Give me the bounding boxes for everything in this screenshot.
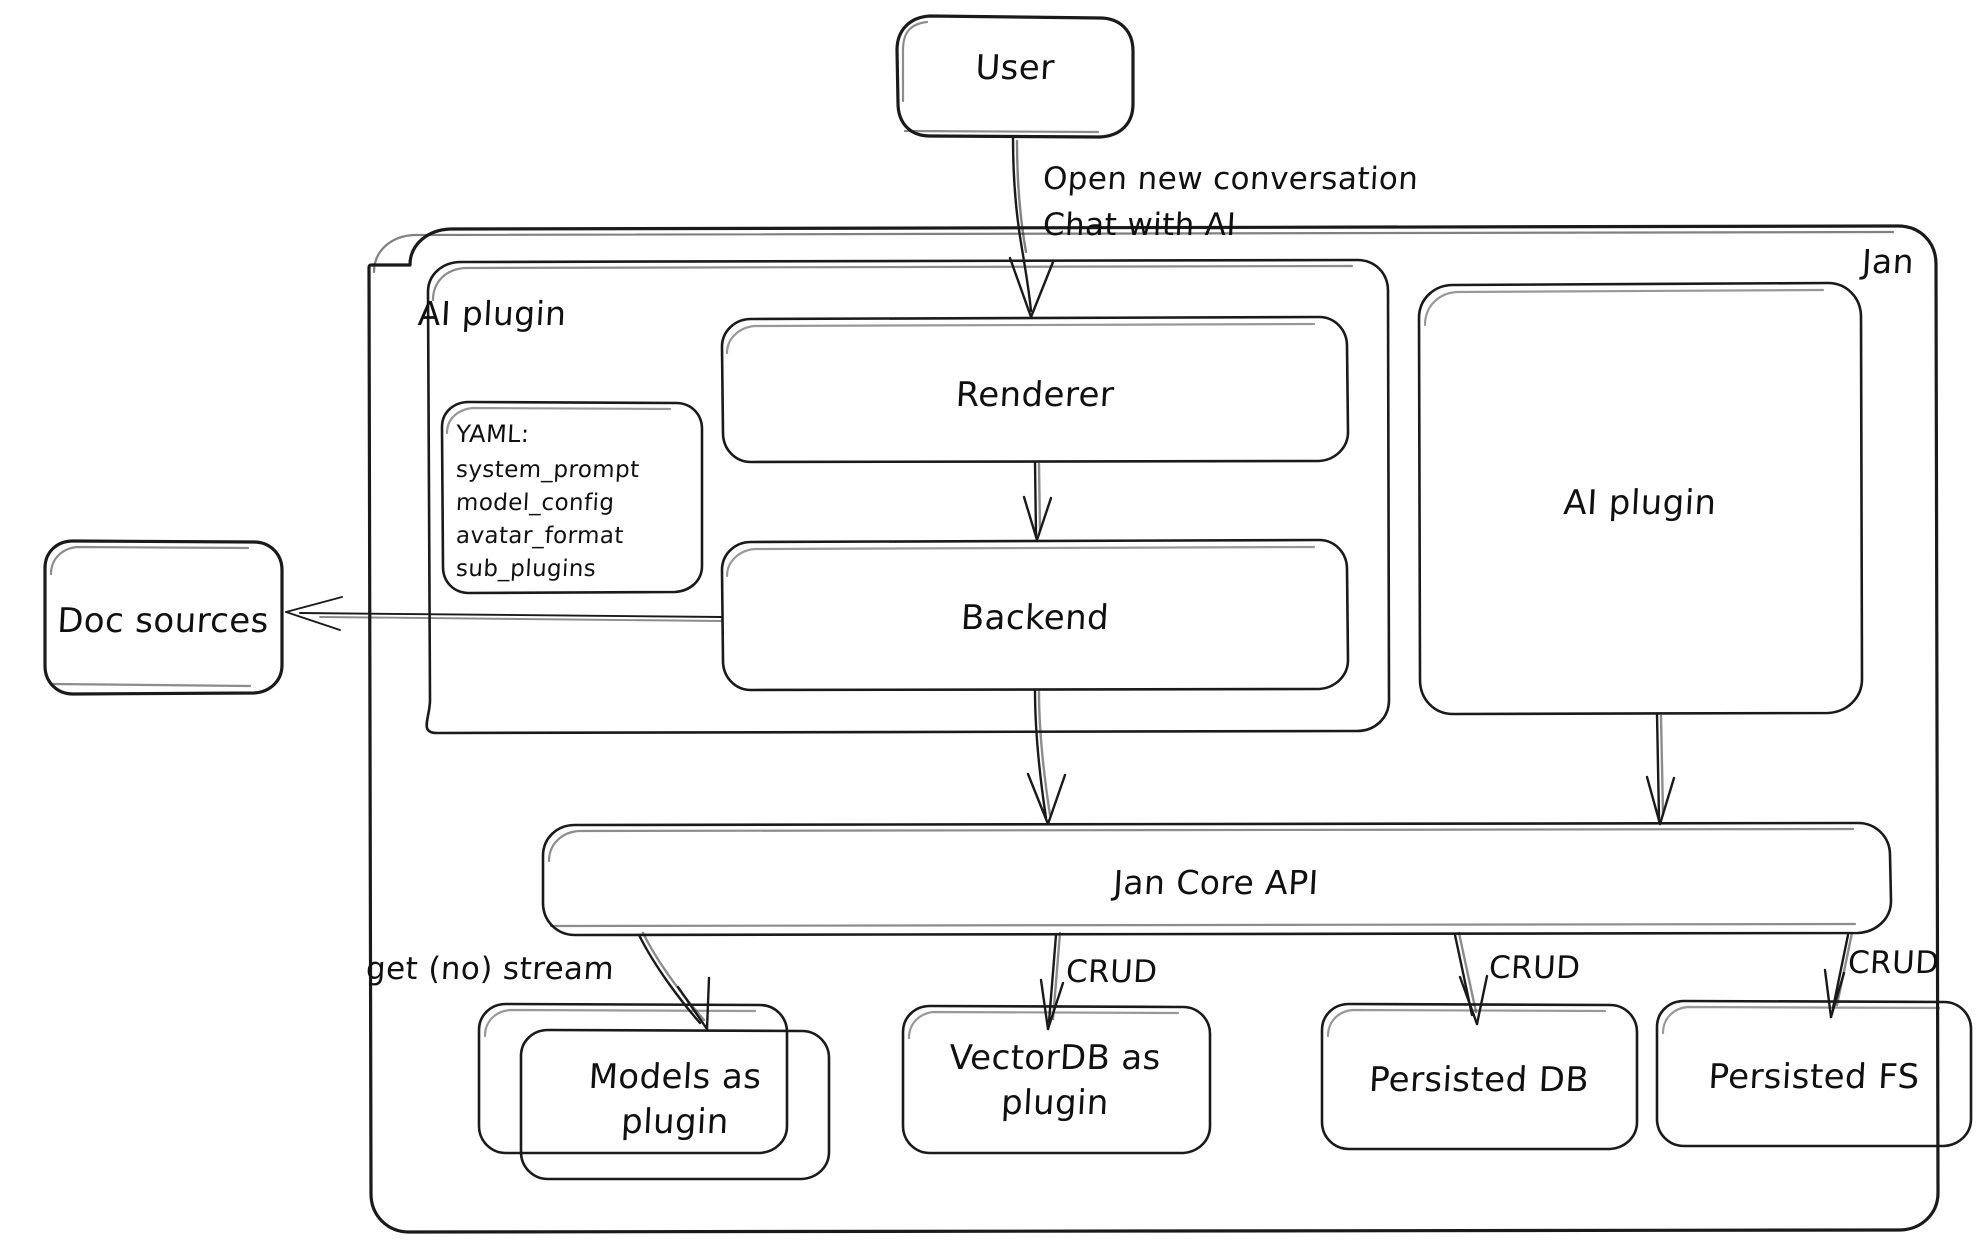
doc-sources-box-shape xyxy=(43,539,284,696)
renderer-box-shape xyxy=(720,315,1350,464)
vectordb-plugin-label-line1: VectorDB as xyxy=(948,1038,1162,1078)
yaml-key-model-config: model_config xyxy=(455,490,616,516)
vectordb-plugin-label-line2: plugin xyxy=(1000,1083,1110,1123)
edge-label-crud-vectordb: CRUD xyxy=(1065,954,1159,990)
jan-core-api-label: Jan Core API xyxy=(1112,863,1320,902)
edge-label-crud-persisted-fs: CRUD xyxy=(1847,945,1941,981)
backend-box-shape xyxy=(720,538,1350,692)
persisted-fs-shape xyxy=(1655,999,1973,1148)
user-label: User xyxy=(974,48,1056,88)
edge-label-crud-persisted-db: CRUD xyxy=(1488,950,1582,986)
edge-core-to-vectordb xyxy=(1039,931,1065,1031)
yaml-heading: YAML: xyxy=(455,420,531,448)
edge-renderer-to-backend xyxy=(1022,460,1053,542)
backend-label: Backend xyxy=(959,598,1111,638)
persisted-fs-label: Persisted FS xyxy=(1707,1057,1921,1097)
jan-container-shape xyxy=(367,224,1940,1234)
user-box-shape xyxy=(895,14,1135,139)
edge-label-get-no-stream: get (no) stream xyxy=(365,951,616,987)
ai-plugin-group-label: AI plugin xyxy=(416,294,568,333)
models-plugin-label-line2: plugin xyxy=(620,1102,730,1142)
renderer-label: Renderer xyxy=(954,375,1116,415)
edge-aiplugin-to-core xyxy=(1645,712,1676,826)
edge-core-to-models xyxy=(637,931,711,1031)
models-plugin-label-line1: Models as xyxy=(587,1057,763,1097)
vectordb-plugin-shape xyxy=(901,1004,1212,1155)
ai-plugin-group-shape xyxy=(425,258,1391,735)
yaml-key-system-prompt: system_prompt xyxy=(455,457,641,483)
persisted-db-label: Persisted DB xyxy=(1367,1060,1591,1100)
models-plugin-shape xyxy=(477,1002,831,1181)
yaml-key-avatar-format: avatar_format xyxy=(455,523,625,549)
ai-plugin-box-label: AI plugin xyxy=(1562,483,1718,523)
doc-sources-label: Doc sources xyxy=(56,601,270,641)
edge-label-chat-with-ai: Chat with AI xyxy=(1042,207,1238,243)
edge-core-to-persisted-fs xyxy=(1823,931,1854,1019)
yaml-card-shape xyxy=(440,400,704,595)
jan-core-api-shape xyxy=(541,821,1893,937)
ai-plugin-box-shape xyxy=(1417,281,1864,716)
edge-backend-to-core xyxy=(1026,688,1067,826)
edge-label-open-conversation: Open new conversation xyxy=(1042,161,1420,197)
edge-backend-to-doc-sources xyxy=(285,596,723,631)
jan-container-label: Jan xyxy=(1860,242,1916,281)
persisted-db-shape xyxy=(1320,1002,1639,1151)
yaml-key-sub-plugins: sub_plugins xyxy=(455,556,597,582)
edge-core-to-persisted-db xyxy=(1453,931,1489,1026)
